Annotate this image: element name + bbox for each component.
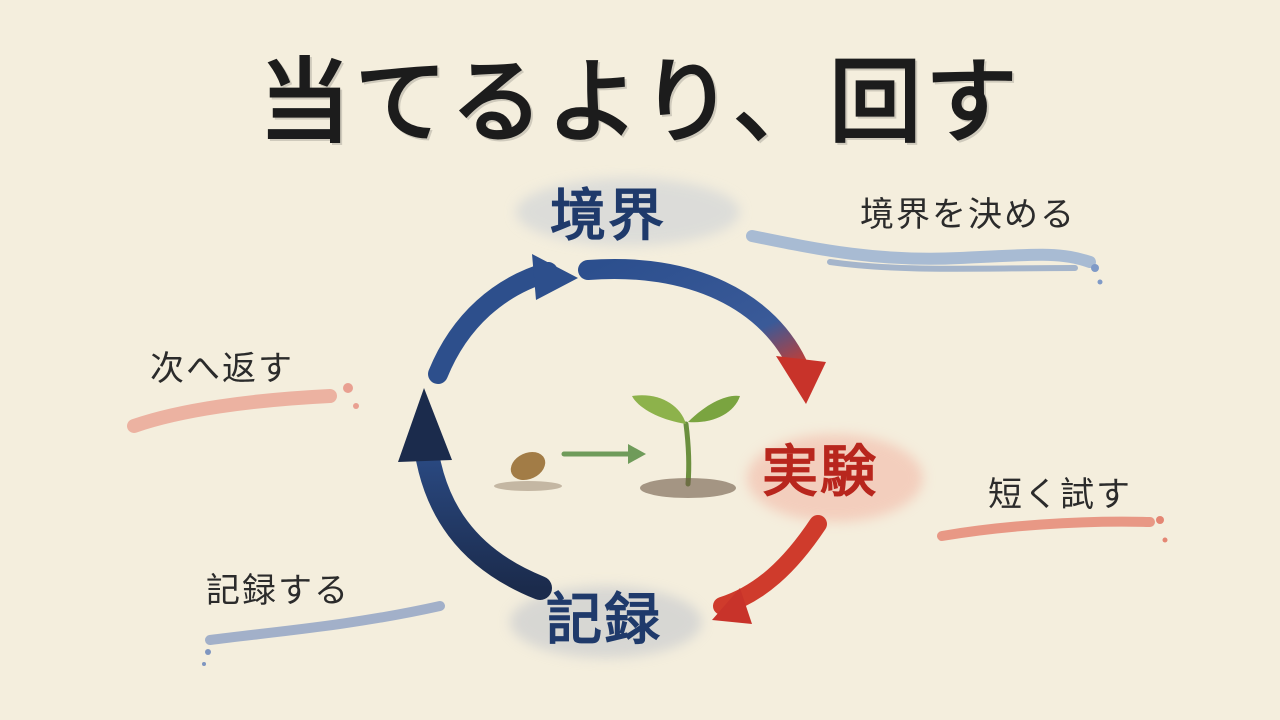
splatter-dot	[1162, 537, 1168, 543]
splatter-dot	[353, 403, 359, 409]
sprout-leaf-icon	[688, 395, 740, 423]
splatter-dot	[1097, 279, 1103, 285]
sprout-soil	[640, 478, 736, 498]
arrow-head-record	[712, 588, 752, 624]
record-cloud	[510, 586, 702, 658]
arrow-left-to-boundary	[428, 262, 558, 384]
record-note-swash	[205, 601, 445, 645]
sprout-stem-icon	[683, 421, 692, 487]
note-record: 記録する	[206, 571, 350, 611]
splatter-dot	[1156, 516, 1164, 524]
arrow-head-experiment	[776, 356, 826, 404]
splatter-dot	[202, 662, 206, 666]
return-note-swash	[127, 389, 337, 433]
seed-soil	[494, 481, 562, 491]
boundary-cloud	[516, 178, 740, 246]
splatter-dot	[343, 383, 353, 393]
experiment-note-swash	[937, 516, 1155, 541]
arrow-head-boundary	[532, 254, 578, 300]
note-return: 次へ返す	[150, 349, 294, 389]
splatter-dot	[205, 649, 211, 655]
experiment-cloud	[747, 434, 923, 522]
node-record: 記録	[546, 587, 662, 653]
arrow-head-left	[398, 388, 452, 462]
node-boundary: 境界	[550, 183, 666, 249]
note-experiment: 短く試す	[988, 475, 1132, 515]
node-experiment: 実験	[762, 439, 878, 505]
note-boundary: 境界を決める	[860, 195, 1076, 235]
page-title: 当てるより、回す	[258, 49, 1022, 156]
seed-icon	[510, 451, 546, 481]
splatter-dot	[1091, 264, 1099, 272]
growth-arrow-head	[628, 444, 646, 464]
boundary-note-swash	[746, 230, 1096, 268]
boundary-note-swash-2	[827, 259, 1078, 272]
sprout-leaf-icon	[632, 395, 686, 424]
arrow-boundary-to-experiment	[578, 259, 810, 380]
